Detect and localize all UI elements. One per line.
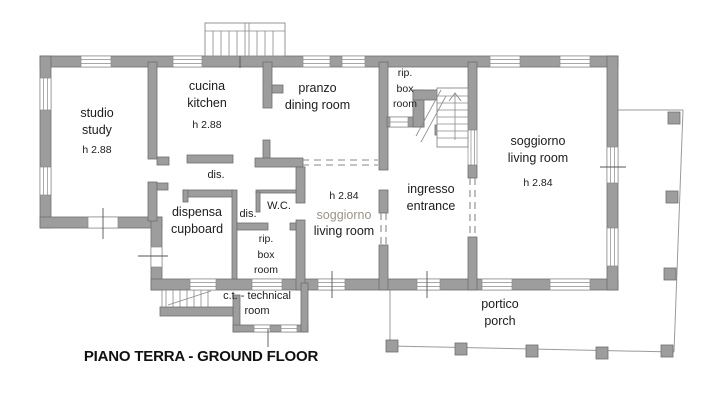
dashed-openings [302,159,476,245]
room-label-hallway-top: dis. [207,169,225,181]
room-label-boxroom-top: rip. box room [393,67,417,110]
porch-pillars [385,111,681,360]
room-label-kitchen: cucina kitchen h 2.88 [187,79,227,131]
room-label-hallway-mid: dis. [239,208,257,220]
room-label-living-right: soggiorno living room h 2.84 [507,134,569,189]
technical-room-walls [232,282,309,333]
room-label-porch: portico porch [481,297,519,328]
plan-title: PIANO TERRA - GROUND FLOOR [83,348,319,365]
stair-external-top [204,22,286,57]
stair-external-bottom [159,290,234,317]
room-label-dining: pranzo dining room [284,81,351,112]
room-label-boxroom-bottom: rip. box room [254,233,278,276]
stair-internal [415,87,469,148]
room-label-studio: studio study h 2.88 [80,106,114,156]
room-label-cupboard: dispensa cupboard [170,205,224,236]
room-label-technical: c.t. - technical room [223,290,291,317]
windows [39,55,619,291]
room-label-entrance: ingresso entrance [406,182,456,213]
room-label-living-center: h 2.84 soggiorno living room [313,190,375,238]
room-label-wc: W.C. [267,200,291,212]
